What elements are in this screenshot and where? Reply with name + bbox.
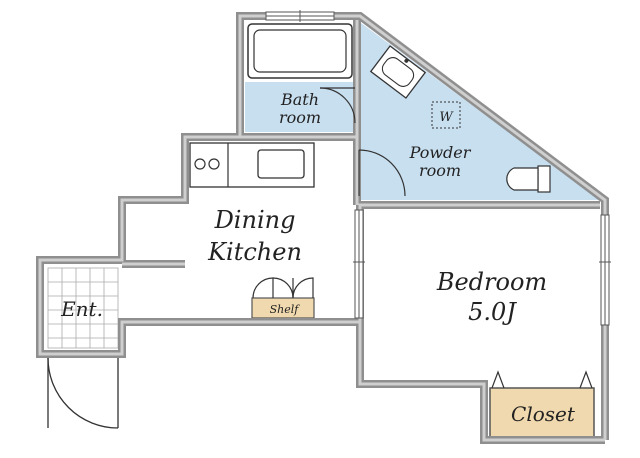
entrance-door-icon [47,357,119,429]
bath-room-label-2: room [279,108,321,127]
powder-door-icon [358,149,406,197]
washer-mark-icon: W [431,101,461,129]
window-top [265,10,335,22]
walls [36,12,609,444]
kitchen-sink-icon [257,149,305,179]
bath-room-label-1: Bath [280,90,319,109]
vanity-sink-icon [369,45,427,99]
entrance-label: Ent. [60,297,103,321]
washer-label: W [439,110,454,125]
powder-room-label-2: room [419,161,461,180]
stove-icon [194,158,220,170]
bedroom-label-1: Bedroom [436,268,547,296]
powder-room-label-1: Powder [409,143,472,162]
sliding-door [353,209,365,319]
entrance-tiles [47,267,119,349]
bath-door-icon [319,87,356,124]
toilet-icon [506,165,551,193]
window-right [599,214,611,326]
dining-kitchen-label-1: Dining [214,206,296,234]
closet-label: Closet [511,402,576,426]
shelf-doors-icon [252,277,314,299]
bedroom-label-2: 5.0J [468,298,517,326]
closet-doors-icon [491,370,593,389]
dining-kitchen-label-2: Kitchen [207,238,302,266]
shelf-label: Shelf [270,303,301,316]
bathtub-icon [247,23,353,79]
